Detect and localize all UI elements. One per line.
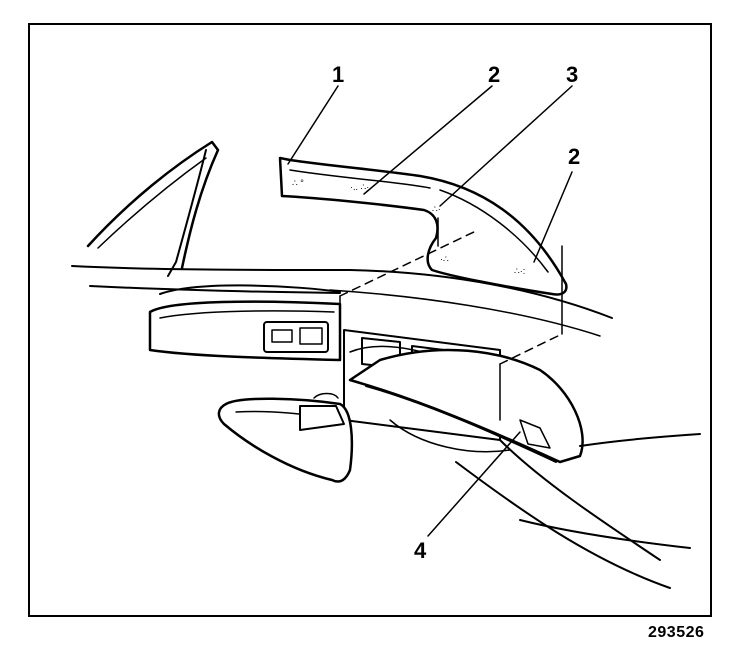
callout-2b: 2 xyxy=(568,144,580,169)
leader-line-2b xyxy=(533,171,573,263)
lower-trim-piece xyxy=(217,392,354,483)
leader-line-4 xyxy=(427,431,521,537)
callout-1: 1 xyxy=(332,62,344,87)
leader-lines xyxy=(287,85,573,537)
leader-line-2a xyxy=(363,85,493,195)
svg-text:∴·:: ∴·: xyxy=(514,266,525,276)
callout-4: 4 xyxy=(414,538,427,563)
leader-line-1 xyxy=(287,85,339,165)
svg-text:·∴: ·∴ xyxy=(440,254,449,264)
instrument-panel-top xyxy=(71,265,613,337)
leader-line-3 xyxy=(439,85,573,207)
windshield-pillar xyxy=(86,140,220,277)
callout-labels: 1 2 3 2 4 xyxy=(332,62,580,563)
svg-text:∴·: ∴· xyxy=(432,204,441,214)
svg-text:∴ °: ∴ ° xyxy=(292,178,304,188)
callout-2a: 2 xyxy=(488,62,500,87)
projection-lines xyxy=(339,217,563,421)
lower-trim-bezel xyxy=(348,348,701,589)
svg-text:·.. ∴·: ·.. ∴· xyxy=(350,182,369,192)
callout-3: 3 xyxy=(566,62,578,87)
figure-number: 293526 xyxy=(648,624,705,641)
instrument-cluster-housing xyxy=(148,300,342,362)
upper-trim-pad: ∴ ° ·.. ∴· ∴· ·∴ ∴·: xyxy=(278,156,568,296)
